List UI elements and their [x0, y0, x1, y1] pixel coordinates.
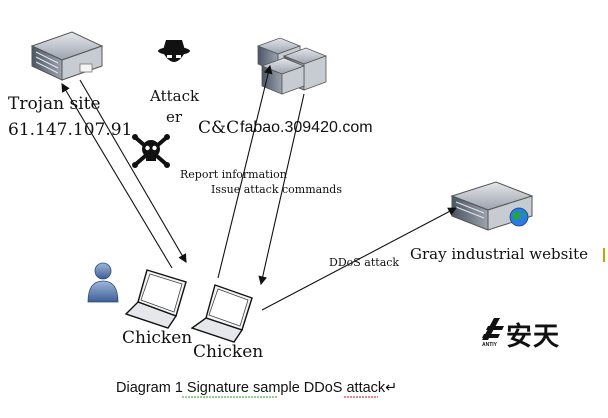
chicken-2-label: Chicken	[193, 342, 264, 362]
skull-icon	[132, 134, 170, 168]
cc-servers-icon	[256, 37, 328, 95]
laptop-icon-chicken-1	[124, 269, 187, 329]
report-information-label: Report information	[180, 168, 287, 181]
chicken-1-label: Chicken	[122, 328, 193, 348]
attacker-icon	[158, 40, 190, 62]
trojan-server-icon	[30, 31, 104, 81]
antiy-brand-sub: ANTIY	[482, 342, 497, 348]
cc-domain-label: fabao.309420.com	[240, 119, 373, 136]
arrow-cc-issue-commands	[258, 93, 305, 286]
attacker-label-line-1: Attack	[150, 87, 200, 105]
arrow-chicken1-to-trojan	[61, 83, 173, 269]
target-server-icon	[450, 181, 534, 231]
arrow-report-to-cc	[217, 64, 273, 279]
attacker-label: Attack er	[150, 86, 199, 128]
person-icon	[87, 262, 119, 303]
laptop-icon-chicken-2	[190, 284, 253, 343]
trojan-ip-label: 61.147.107.91	[8, 120, 133, 140]
cc-label: C&C	[198, 118, 240, 138]
trojan-site-label: Trojan site	[8, 94, 101, 114]
arrow-trojan-to-chicken1	[79, 79, 187, 263]
diagram-caption: Diagram 1 Signature sample DDoS attack↵	[116, 380, 398, 396]
arrow-ddos-to-target	[261, 207, 457, 311]
antiy-logo-icon	[482, 318, 504, 340]
target-website-label: Gray industrial website	[410, 245, 588, 263]
antiy-brand-text: 安天	[506, 322, 561, 352]
attacker-label-line-2: er	[166, 108, 183, 126]
globe-icon	[509, 207, 529, 227]
ddos-attack-label: DDoS attack	[329, 256, 400, 269]
issue-commands-label: Issue attack commands	[211, 183, 342, 196]
